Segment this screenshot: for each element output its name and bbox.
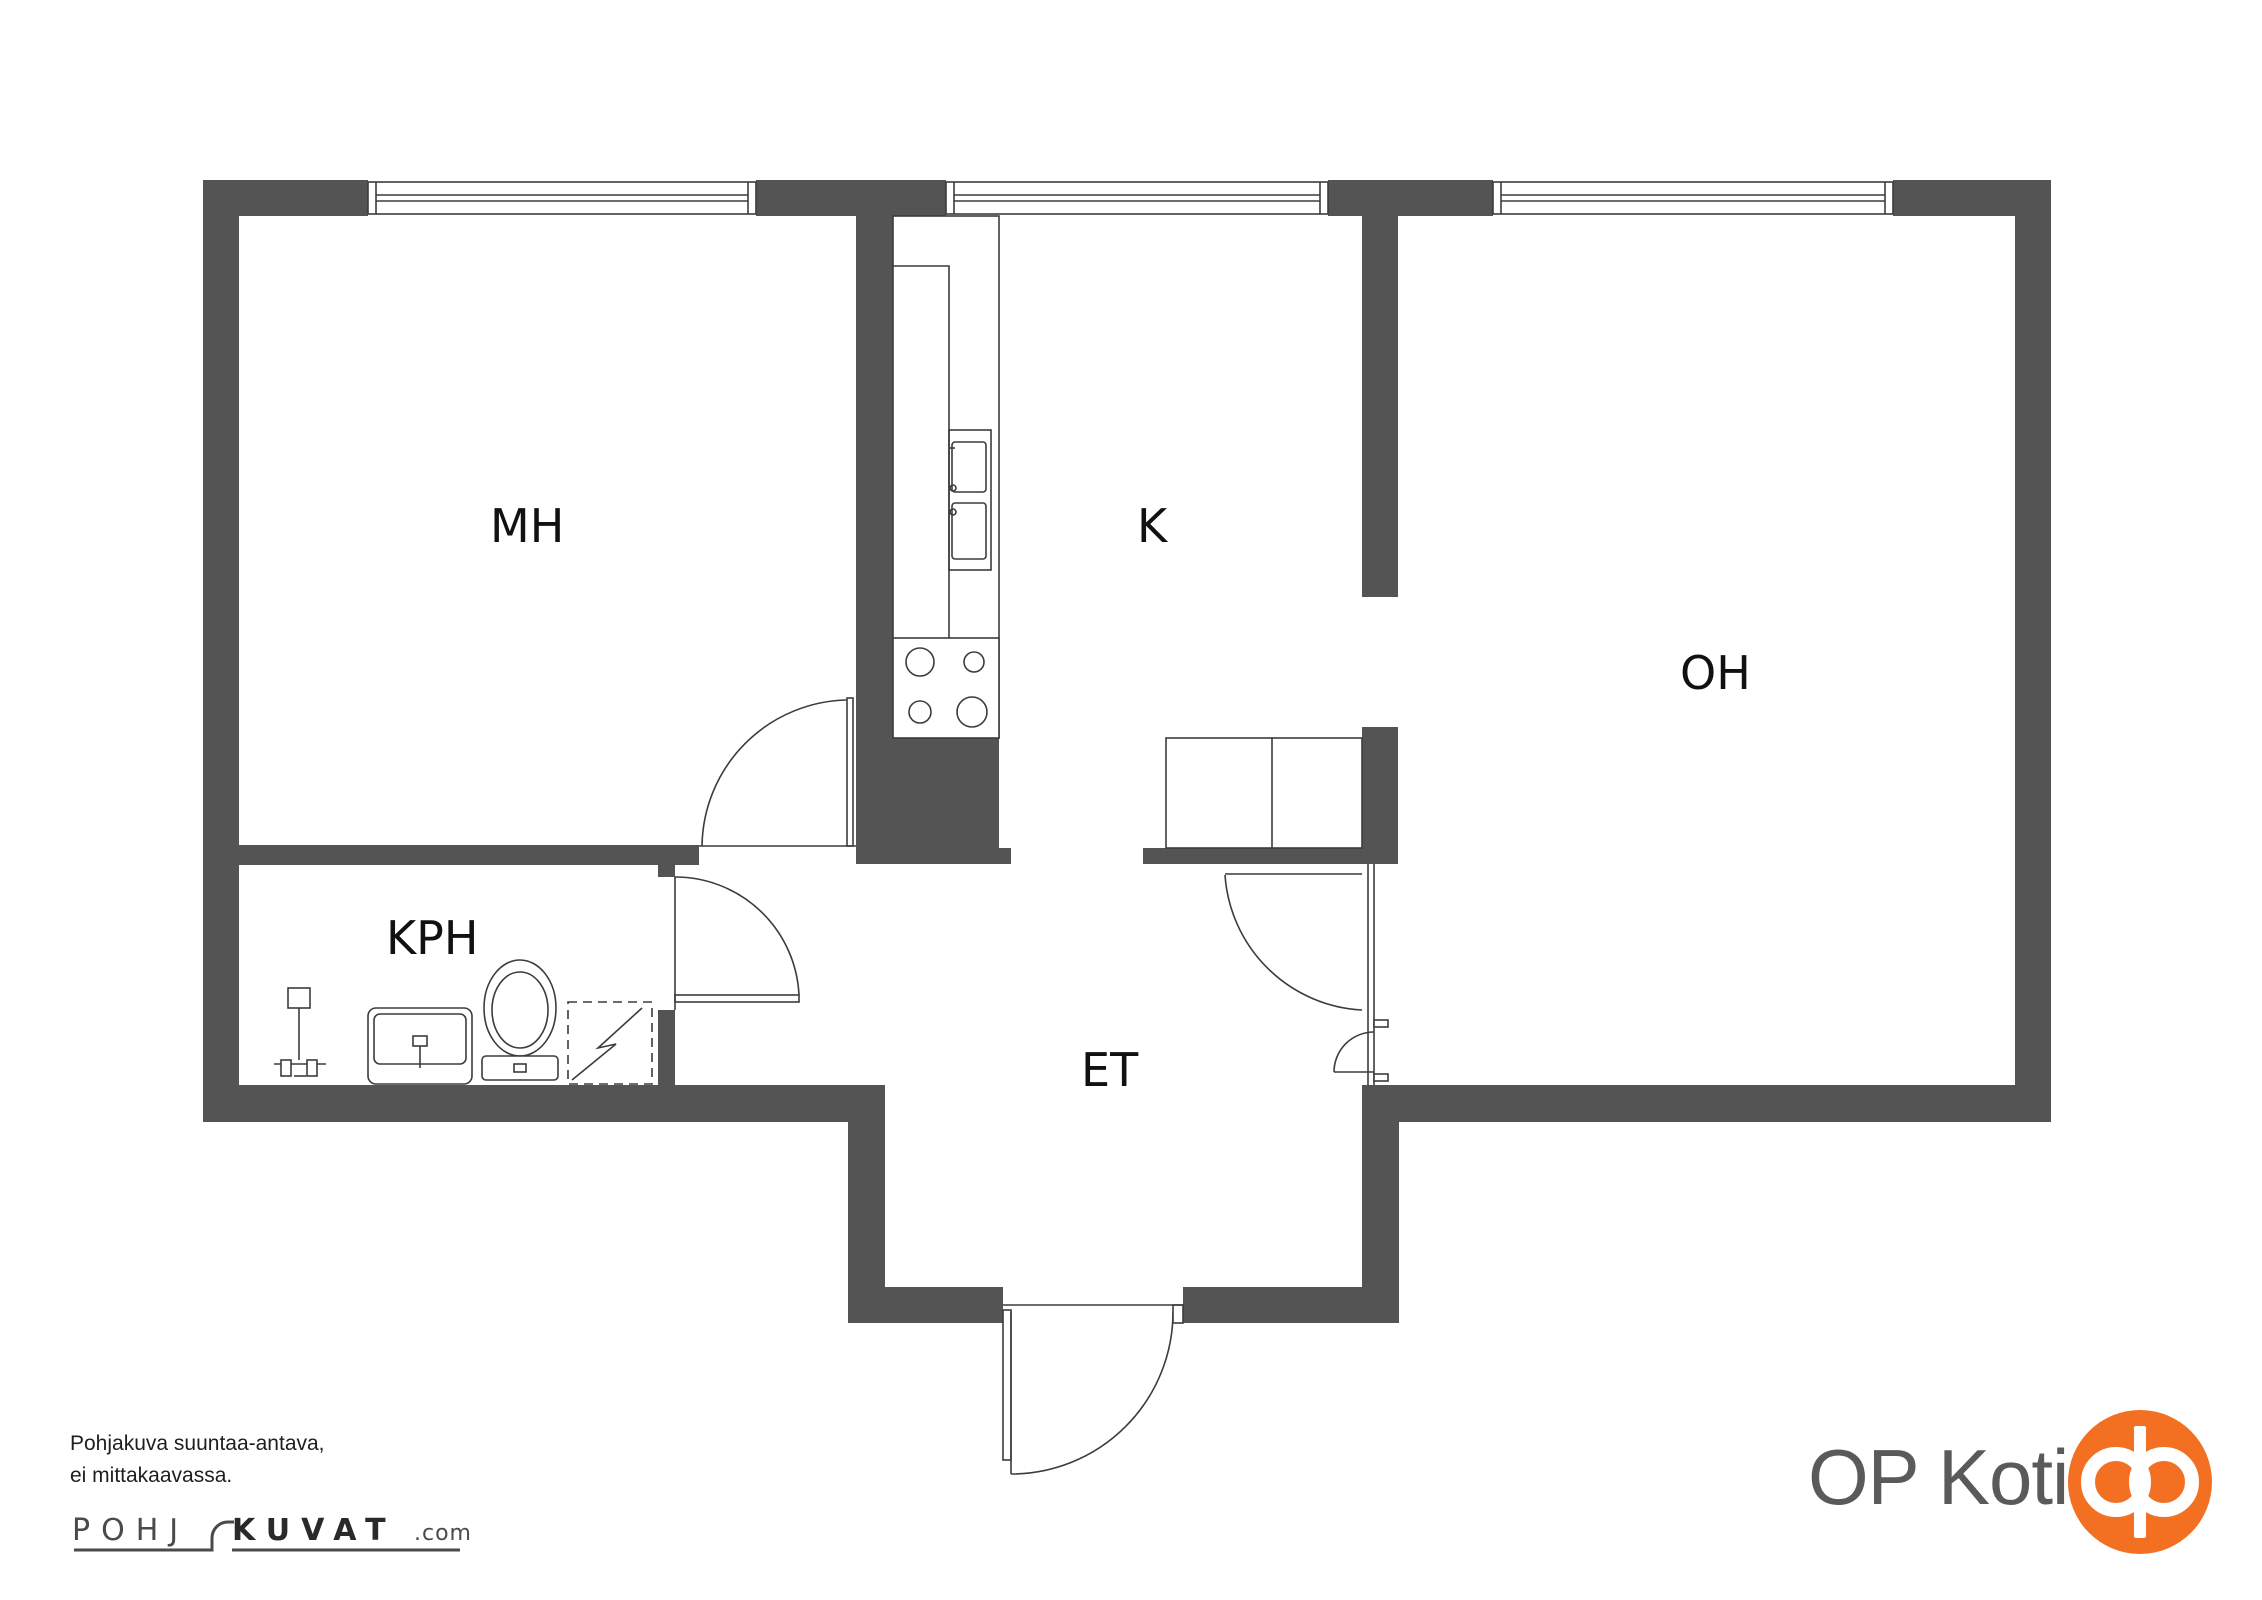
room-label-et: ET (1081, 1043, 1139, 1097)
windows (367, 181, 1894, 215)
pohjakuvat-logo-part-3: .com (414, 1521, 472, 1546)
kitchen-counter (892, 215, 1000, 739)
walls (203, 180, 2051, 1323)
washbasin-icon (367, 1007, 473, 1085)
pohjakuvat-logo-part-1: POHJ (72, 1513, 190, 1548)
pohjakuvat-logo-line-icon (74, 1520, 460, 1552)
disclaimer-line-1: Pohjakuva suuntaa-antava, (70, 1432, 325, 1455)
op-logo-icon (2068, 1410, 2212, 1554)
pohjakuvat-logo: POHJ KUVAT .com (72, 1510, 471, 1554)
room-label-mh: MH (490, 499, 564, 553)
toilet-icon (481, 959, 559, 1081)
room-label-oh: OH (1680, 646, 1751, 700)
electric-cabinet-icon (567, 1001, 653, 1085)
bathroom-fixtures (274, 959, 653, 1085)
wardrobe (1165, 737, 1363, 849)
window-oh (1492, 181, 1894, 215)
sink-icon (948, 429, 992, 571)
disclaimer-line-2: ei mittakaavassa. (70, 1464, 233, 1487)
door-mh (699, 697, 856, 847)
window-mh (367, 181, 757, 215)
door-oh (1224, 864, 1389, 1085)
disclaimer-note: Pohjakuva suuntaa-antava, ei mittakaavas… (70, 1428, 325, 1492)
brand-name: OP Koti (1808, 1433, 2069, 1521)
window-k (945, 181, 1329, 215)
room-label-kph: KPH (386, 911, 479, 965)
pohjakuvat-logo-part-2: KUVAT (232, 1513, 397, 1548)
doors (674, 697, 1389, 1475)
shower-icon (274, 987, 326, 1077)
stove-icon (892, 637, 1000, 739)
door-entrance (1002, 1304, 1184, 1475)
door-kph (674, 876, 800, 1010)
room-label-k: K (1137, 499, 1169, 553)
